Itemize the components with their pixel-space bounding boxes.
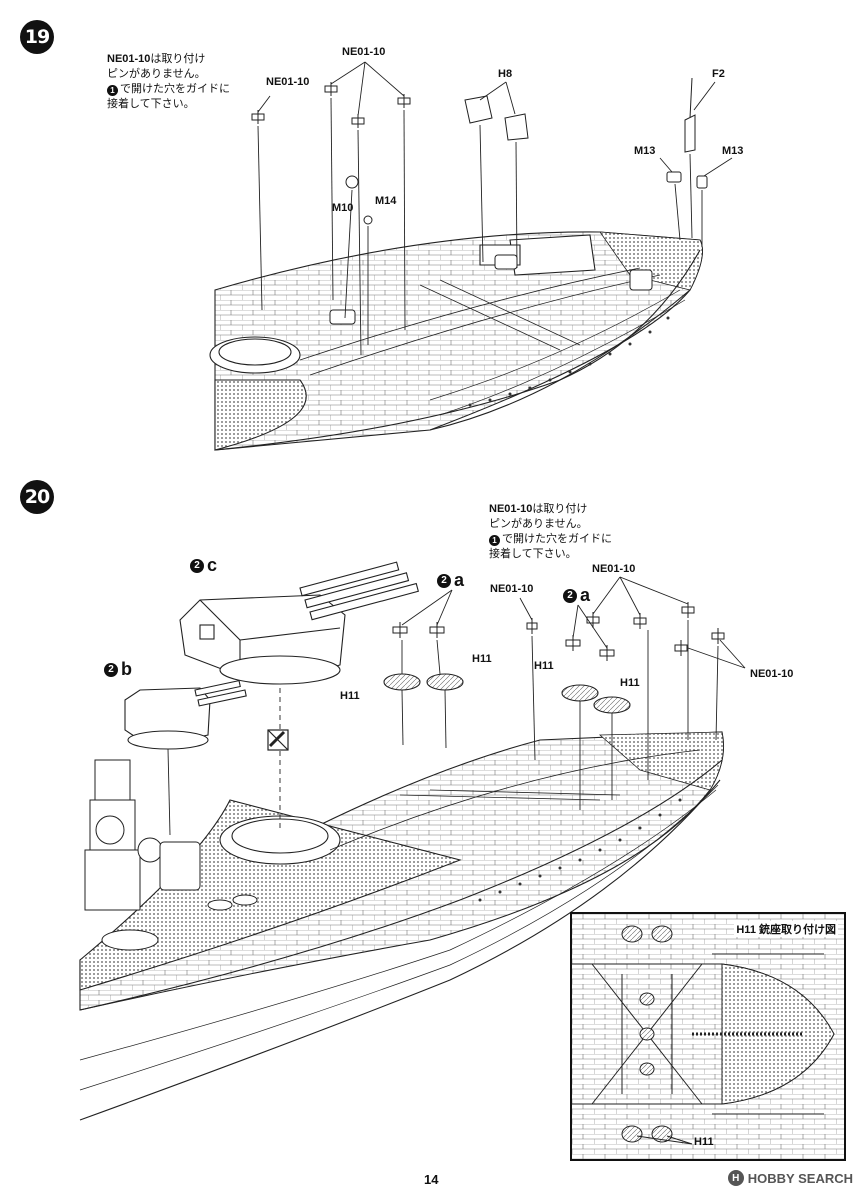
hobby-search-logo-icon: H <box>727 1170 744 1186</box>
step-ref-icon: 2 <box>104 662 118 677</box>
step-20-portholes <box>478 798 682 902</box>
note-line-4: 接着して下さい。 <box>489 548 577 560</box>
ne-part-20a <box>392 622 408 638</box>
note-line-3: で開けた穴をガイドに <box>120 83 230 95</box>
subassembly-letter: c <box>207 555 218 575</box>
ne-part-19b <box>324 82 338 96</box>
watermark-text: HOBBY SEARCH <box>747 1170 853 1186</box>
step-ref-icon: 1 <box>489 535 500 546</box>
label-m10: M10 <box>332 202 354 214</box>
inset-title: H11 銃座取り付け図 <box>734 921 838 937</box>
subassembly-letter: a <box>454 570 465 590</box>
label-m13-right: M13 <box>722 145 744 157</box>
step-20-hull <box>79 731 725 1121</box>
step-19-hull <box>209 231 703 451</box>
turret-2c <box>179 561 419 685</box>
no-glue-icon <box>267 729 289 751</box>
m13-part-b <box>696 175 708 189</box>
label-h11-c: H11 <box>534 660 554 672</box>
m13-part-a <box>666 171 682 183</box>
note-line-2: ピンがありません。 <box>489 518 588 530</box>
note-line-2: ピンがありません。 <box>107 68 206 80</box>
ne-part-20c <box>526 618 538 634</box>
watermark: H HOBBY SEARCH <box>727 1170 853 1186</box>
label-h11-d: H11 <box>620 677 640 689</box>
m10-part <box>345 175 359 189</box>
note-part-id: NE01-10 <box>107 53 151 65</box>
step-20-superstructure <box>84 759 258 951</box>
ne-part-20g <box>633 613 647 629</box>
label-m13-left: M13 <box>634 145 656 157</box>
ne-part-20h <box>681 602 695 618</box>
ne-part-20f <box>586 612 600 628</box>
step-19-badge: 19 <box>20 20 54 54</box>
ne-part-19a <box>251 110 265 124</box>
step-ref-icon: 1 <box>107 85 118 96</box>
ne-part-20i <box>674 640 688 656</box>
note-line-4: 接着して下さい。 <box>107 98 195 110</box>
label-m14: M14 <box>375 195 397 207</box>
label-ne01-10-right: NE01-10 <box>750 668 794 680</box>
subassembly-letter: b <box>121 659 132 679</box>
m14-part <box>363 215 373 225</box>
step-20-badge: 20 <box>20 480 54 514</box>
h11-rings <box>383 673 631 714</box>
inset-h11-rings <box>621 925 673 1143</box>
inset-drawing <box>572 914 844 1159</box>
subassembly-letter: a <box>580 585 591 605</box>
f2-part <box>684 114 696 153</box>
step-ref-icon: 2 <box>437 573 451 588</box>
h8-part-b <box>504 113 529 141</box>
label-ne01-10-top: NE01-10 <box>592 563 636 575</box>
note-line-1: は取り付け <box>150 53 206 65</box>
note-line-3: で開けた穴をガイドに <box>502 533 612 545</box>
label-h11-b: H11 <box>340 690 360 702</box>
note-line-1: は取り付け <box>532 503 588 515</box>
page-number: 14 <box>424 1172 439 1187</box>
label-ne01-10-top: NE01-10 <box>342 46 386 58</box>
step-ref-icon: 2 <box>190 558 204 573</box>
label-ne01-10-left: NE01-10 <box>266 76 310 88</box>
step-19-portholes <box>468 316 670 407</box>
note-part-id: NE01-10 <box>489 503 533 515</box>
label-h8: H8 <box>498 68 513 80</box>
inset-label-h11: H11 <box>694 1136 714 1148</box>
step-ref-icon: 2 <box>563 588 577 603</box>
label-ne01-10-mid: NE01-10 <box>490 583 534 595</box>
ne-part-20j <box>711 628 725 644</box>
label-h11-a: H11 <box>472 653 492 665</box>
ne-part-19c <box>351 114 365 128</box>
turret-2b <box>124 679 247 750</box>
h8-part-a <box>464 95 493 124</box>
h11-mount-inset: H11 銃座取り付け図 H11 <box>570 912 846 1161</box>
ne-part-19d <box>397 94 411 108</box>
label-f2: F2 <box>712 68 725 80</box>
